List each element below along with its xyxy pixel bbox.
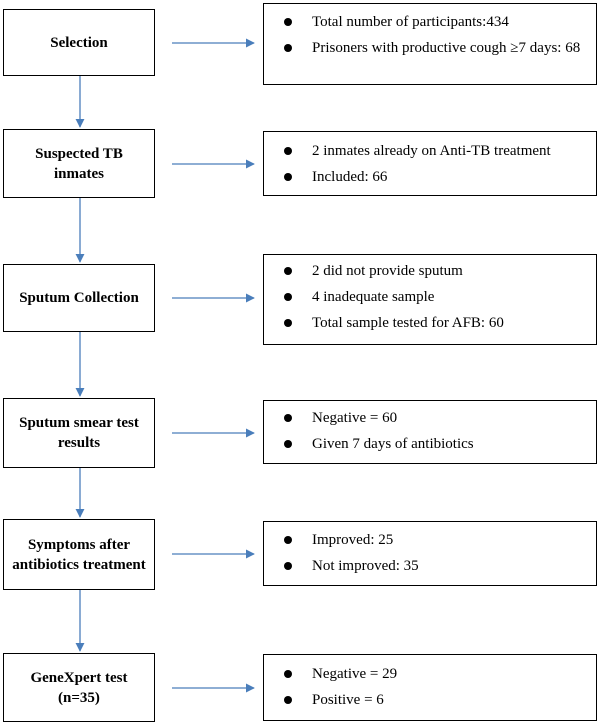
step-title-symptoms: Symptoms after antibiotics treatment xyxy=(12,536,146,573)
detail-item: Total number of participants:434 xyxy=(284,12,586,32)
step-title-sputum-collection: Sputum Collection xyxy=(19,290,139,306)
detail-item: Improved: 25 xyxy=(284,530,586,550)
detail-item: Given 7 days of antibiotics xyxy=(284,434,586,454)
detail-item: Not improved: 35 xyxy=(284,556,586,576)
detail-item: 4 inadequate sample xyxy=(284,287,586,307)
step-title-suspected-tb: Suspected TB inmates xyxy=(35,145,123,182)
step-title-genexpert: GeneXpert test (n=35) xyxy=(30,669,128,706)
detail-item: Prisoners with productive cough ≥7 days:… xyxy=(284,38,586,58)
detail-list: Total number of participants:434 Prisone… xyxy=(284,12,586,58)
detail-item: Total sample tested for AFB: 60 xyxy=(284,313,586,333)
step-box-selection: Selection xyxy=(3,9,155,76)
detail-box-smear-results: Negative = 60 Given 7 days of antibiotic… xyxy=(263,400,597,464)
detail-item: Included: 66 xyxy=(284,167,586,187)
detail-item: Negative = 29 xyxy=(284,664,586,684)
detail-item: Positive = 6 xyxy=(284,690,586,710)
step-box-sputum-collection: Sputum Collection xyxy=(3,264,155,332)
step-box-symptoms: Symptoms after antibiotics treatment xyxy=(3,519,155,590)
detail-item: Negative = 60 xyxy=(284,408,586,428)
step-title-smear-results: Sputum smear test results xyxy=(19,415,139,451)
step-box-suspected-tb: Suspected TB inmates xyxy=(3,129,155,198)
detail-list: Negative = 29 Positive = 6 xyxy=(284,664,586,710)
detail-list: 2 inmates already on Anti-TB treatment I… xyxy=(284,141,586,187)
detail-box-symptoms: Improved: 25 Not improved: 35 xyxy=(263,521,597,586)
detail-box-sputum-collection: 2 did not provide sputum 4 inadequate sa… xyxy=(263,254,597,345)
step-title-selection: Selection xyxy=(50,34,108,51)
step-box-genexpert: GeneXpert test (n=35) xyxy=(3,653,155,722)
detail-item: 2 did not provide sputum xyxy=(284,261,586,281)
detail-list: Improved: 25 Not improved: 35 xyxy=(284,530,586,576)
detail-list: 2 did not provide sputum 4 inadequate sa… xyxy=(284,261,586,333)
detail-item: 2 inmates already on Anti-TB treatment xyxy=(284,141,586,161)
detail-list: Negative = 60 Given 7 days of antibiotic… xyxy=(284,408,586,454)
step-box-smear-results: Sputum smear test results xyxy=(3,398,155,468)
detail-box-suspected-tb: 2 inmates already on Anti-TB treatment I… xyxy=(263,131,597,196)
detail-box-genexpert: Negative = 29 Positive = 6 xyxy=(263,654,597,721)
detail-box-selection: Total number of participants:434 Prisone… xyxy=(263,3,597,85)
